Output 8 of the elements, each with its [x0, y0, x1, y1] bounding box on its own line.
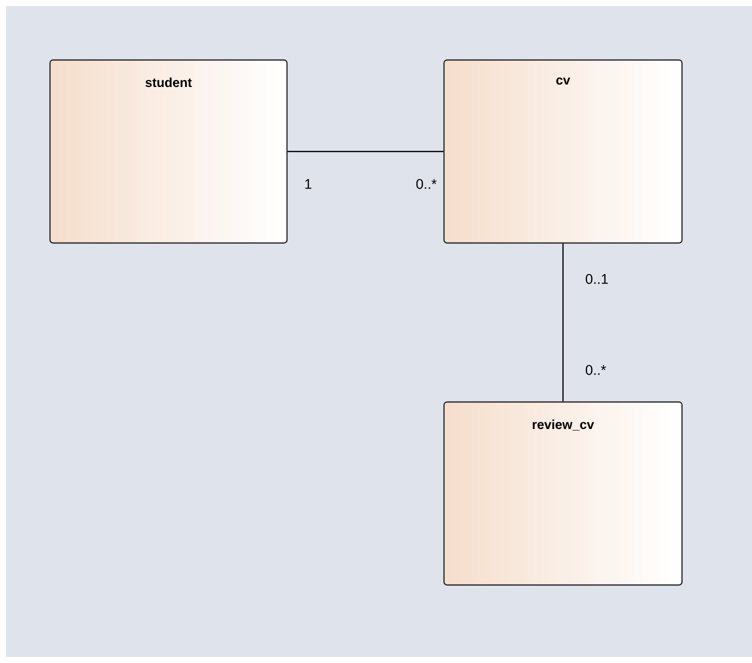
class-box: review_cv	[443, 401, 683, 586]
multiplicity-label: 1	[305, 179, 312, 189]
association-line	[562, 244, 564, 402]
multiplicity-label: 0..1	[586, 274, 608, 284]
multiplicity-label: 0..*	[586, 365, 606, 375]
association-line	[288, 150, 444, 152]
class-box: cv	[443, 59, 683, 244]
class-box: student	[49, 59, 288, 244]
